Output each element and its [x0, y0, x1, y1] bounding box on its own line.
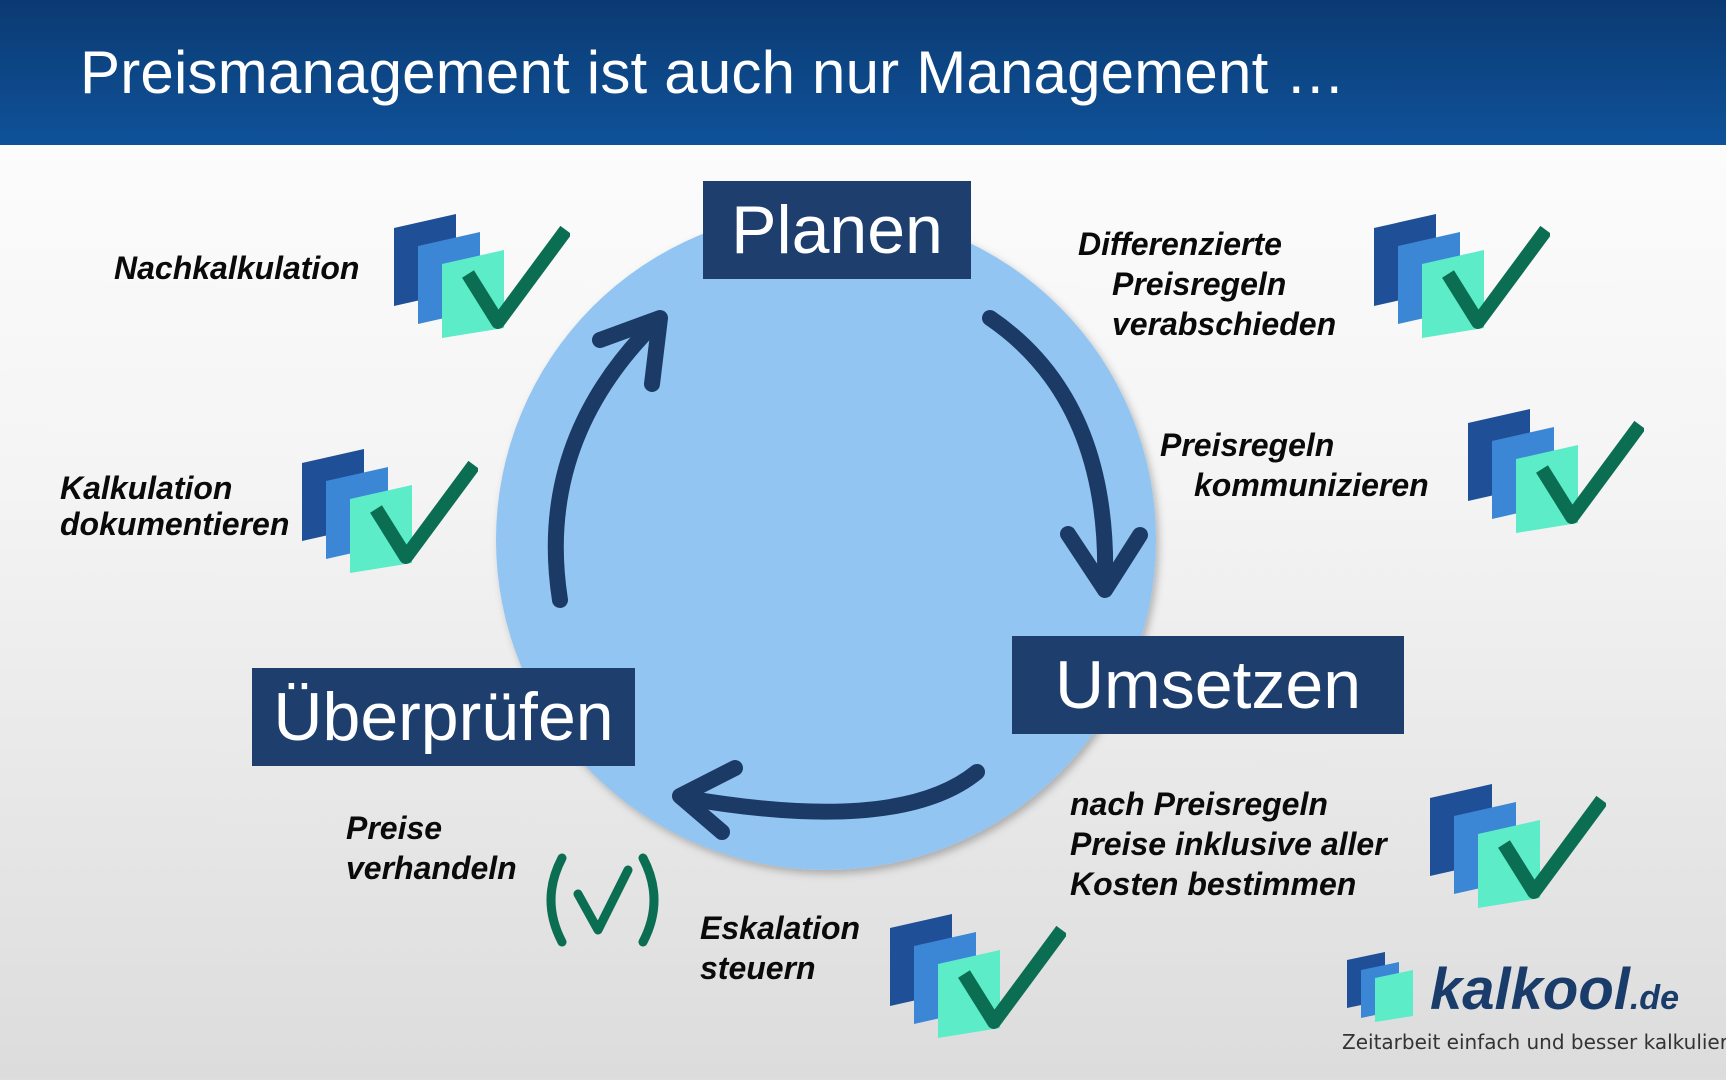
activity-kalkulation-dokumentieren: Kalkulation dokumentieren — [60, 468, 289, 544]
kalkool-check-icon — [890, 914, 1066, 1038]
activity-line: steuern — [700, 950, 816, 986]
activity-preise-verhandeln: Preise verhandeln — [346, 808, 517, 888]
kalkool-check-icon — [1468, 409, 1644, 533]
logo-name: kalkool — [1430, 957, 1630, 1022]
header-bar: Preismanagement ist auch nur Management … — [0, 0, 1726, 145]
phase-execute-box: Umsetzen — [1012, 636, 1404, 734]
parenthesized-check-icon — [546, 853, 659, 947]
activity-line: Eskalation — [700, 910, 861, 946]
activity-line: dokumentieren — [60, 506, 290, 542]
activity-line: Preisregeln — [1160, 427, 1335, 463]
activity-preise-bestimmen: nach Preisregeln Preise inklusive aller … — [1070, 784, 1387, 904]
activity-line: Kalkulation — [60, 470, 233, 506]
kalkool-check-icon — [394, 214, 570, 338]
arrow-execute-to-review — [672, 760, 985, 840]
activity-line: Kosten bestimmen — [1070, 866, 1357, 902]
kalkool-check-icon — [302, 449, 478, 573]
activity-line: kommunizieren — [1194, 467, 1429, 503]
activity-line: Preise inklusive aller — [1070, 826, 1387, 862]
phase-execute-label: Umsetzen — [1054, 647, 1362, 723]
arrow-plan-to-execute — [982, 310, 1148, 598]
activity-line: nach Preisregeln — [1070, 786, 1328, 822]
activity-eskalation-steuern: Eskalation steuern — [700, 908, 860, 988]
activity-preisregeln-kommunizieren: Preisregeln kommunizieren — [1160, 425, 1429, 505]
activity-line: Differenzierte — [1078, 226, 1282, 262]
phase-plan-box: Planen — [703, 181, 971, 279]
cycle-circle — [496, 210, 1156, 870]
activity-line: Nachkalkulation — [114, 250, 360, 286]
phase-review-box: Überprüfen — [252, 668, 635, 766]
kalkool-check-icon — [1374, 214, 1550, 338]
activity-line: verhandeln — [346, 850, 517, 886]
logo-tagline: Zeitarbeit einfach und besser kalkuliere… — [1342, 1030, 1726, 1054]
activity-line: Preise — [346, 810, 443, 846]
activity-line: Preisregeln — [1112, 266, 1287, 302]
phase-plan-label: Planen — [731, 192, 943, 268]
kalkool-logo-icon — [1347, 952, 1413, 1022]
phase-review-label: Überprüfen — [273, 679, 614, 755]
arrow-review-to-plan — [547, 310, 668, 608]
logo-tld: .de — [1629, 979, 1679, 1017]
activity-nachkalkulation: Nachkalkulation — [114, 248, 359, 288]
activity-differenzierte-preisregeln: Differenzierte Preisregeln verabschieden — [1078, 224, 1336, 344]
page-title: Preismanagement ist auch nur Management … — [80, 39, 1346, 106]
kalkool-check-icon — [1430, 784, 1606, 908]
activity-line: verabschieden — [1112, 306, 1337, 342]
logo-wordmark: kalkool.de — [1430, 955, 1679, 1033]
